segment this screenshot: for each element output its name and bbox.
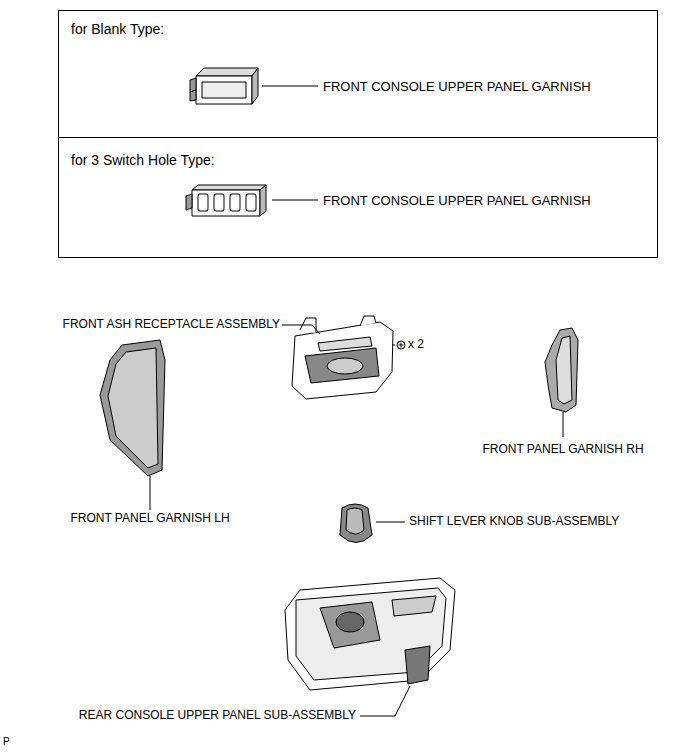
part-name: FRONT CONSOLE UPPER PANEL GARNISH: [323, 194, 591, 209]
part-name: REAR CONSOLE UPPER PANEL SUB-ASSEMBLY: [79, 709, 356, 723]
figure-code: P: [3, 736, 10, 748]
option-panel: for Blank Type: FRONT CONSOLE UPPER PANEL…: [58, 10, 658, 138]
panel-heading: for 3 Switch Hole Type:: [71, 152, 215, 168]
part-name: FRONT PANEL GARNISH RH: [482, 443, 643, 457]
part-name: FRONT PANEL GARNISH LH: [70, 512, 229, 526]
quantity-note: x 2: [408, 338, 424, 352]
panel-heading: for Blank Type:: [71, 21, 164, 37]
part-name: FRONT CONSOLE UPPER PANEL GARNISH: [323, 80, 591, 95]
part-name: FRONT ASH RECEPTACLE ASSEMBLY: [63, 318, 280, 332]
part-name: SHIFT LEVER KNOB SUB-ASSEMBLY: [409, 515, 619, 529]
option-panel: for 3 Switch Hole Type: FRONT CONSOLE UPP…: [58, 137, 658, 258]
